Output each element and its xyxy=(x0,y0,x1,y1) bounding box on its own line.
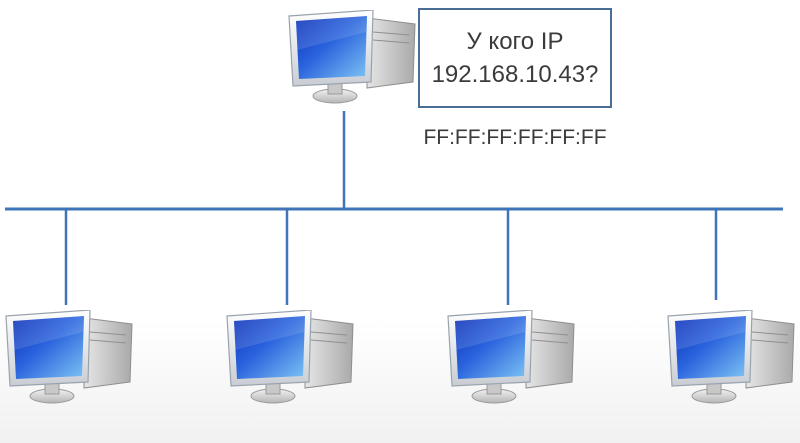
host-computer-3-monitor-icon xyxy=(446,310,576,410)
host-computer-1-monitor-icon xyxy=(4,310,134,410)
arp-request-callout: У кого IP 192.168.10.43? xyxy=(418,8,612,108)
callout-ip-address: 192.168.10.43? xyxy=(431,61,599,88)
broadcast-mac-address: FF:FF:FF:FF:FF:FF xyxy=(423,126,607,149)
host-computer-4-monitor-icon xyxy=(666,310,796,410)
sender-computer-monitor-icon xyxy=(287,10,417,110)
callout-question: У кого IP xyxy=(466,28,564,55)
host-computer-2-monitor-icon xyxy=(225,310,355,410)
